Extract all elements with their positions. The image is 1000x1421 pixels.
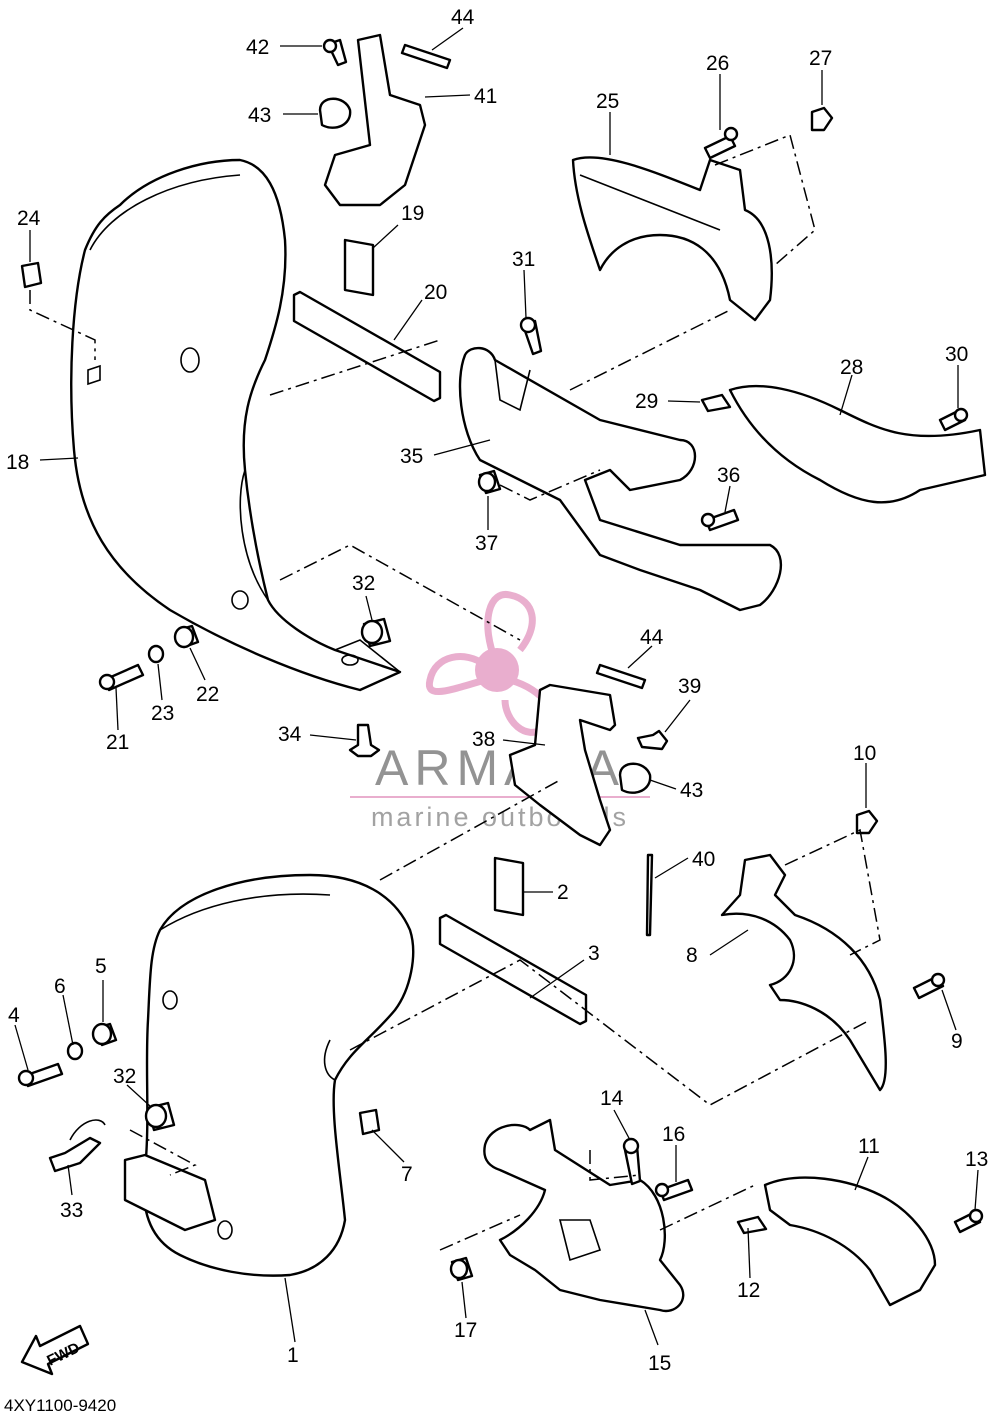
part-8-cover [720,853,887,1092]
callout-3: 3 [588,942,600,965]
callout-23: 23 [151,702,174,725]
callout-29: 29 [635,390,658,413]
callout-21: 21 [106,731,129,754]
callout-27: 27 [809,47,832,70]
callout-16: 16 [662,1123,685,1146]
propeller-logo-icon [425,591,555,736]
part-39-bolt [636,729,669,751]
callout-38: 38 [472,728,495,751]
part-34-push-rivet [348,723,381,758]
callout-8: 8 [686,944,698,967]
part-10-rivet [855,809,879,835]
callout-37: 37 [475,532,498,555]
callout-31: 31 [512,248,535,271]
part-6-collar [66,1041,84,1061]
callout-25: 25 [596,90,619,113]
callout-43-lower: 43 [680,779,703,802]
part-18-upper-shield [70,158,402,692]
part-29-clip [700,393,732,413]
part-38-bracket [508,683,617,847]
callout-42: 42 [246,36,269,59]
callout-39: 39 [678,675,701,698]
callout-12: 12 [737,1279,760,1302]
callout-5: 5 [95,955,107,978]
part-19-pad [343,238,375,297]
part-1-lower-shield [142,873,415,1277]
callout-15: 15 [648,1352,671,1375]
part-33-wire-clip [48,1136,102,1173]
callout-14: 14 [600,1087,624,1110]
diagram-code: 4XY1100-9420 [4,1396,116,1415]
part-41-bracket [323,33,427,207]
callout-6: 6 [54,975,66,998]
callout-labels: 1 2 3 4 5 6 7 8 9 10 11 12 13 14 15 16 1… [6,6,988,1375]
callout-13: 13 [965,1148,988,1171]
callout-22: 22 [196,683,219,706]
callout-2: 2 [557,881,569,904]
callout-44-upper: 44 [451,6,475,29]
part-23-collar [147,644,165,664]
callout-7: 7 [401,1163,413,1186]
part-40-tie [645,853,654,937]
callout-4: 4 [8,1004,20,1027]
part-12-clip [736,1215,768,1235]
callout-1: 1 [287,1344,299,1367]
callout-40: 40 [692,848,715,871]
callout-24: 24 [17,207,41,230]
callout-10: 10 [853,742,876,765]
part-11-cover [763,1176,937,1307]
callout-35: 35 [400,445,423,468]
callout-30: 30 [945,343,968,366]
callout-41: 41 [474,85,497,108]
part-27-rivet [810,106,834,132]
part-44-pad-upper [400,43,452,70]
callout-32-lower: 32 [113,1065,136,1088]
callout-9: 9 [951,1030,963,1053]
part-43-clamp-upper [318,97,352,129]
callout-19: 19 [401,202,424,225]
part-2-pad [493,856,525,917]
callout-18: 18 [6,451,29,474]
callout-11: 11 [858,1135,880,1158]
callout-44-lower: 44 [640,626,664,649]
part-25-cover [571,156,773,322]
callout-34: 34 [278,723,302,746]
callout-26: 26 [706,52,729,75]
callout-20: 20 [424,281,447,304]
part-3-strip [438,913,588,1026]
part-7-clip [358,1108,381,1136]
part-44-pad-lower [595,663,647,690]
callout-28: 28 [840,356,863,379]
callout-36: 36 [717,464,740,487]
part-15-frame [483,1118,685,1313]
part-43-clamp-lower [618,762,652,794]
part-24-clip [20,261,43,289]
callout-17: 17 [454,1319,477,1342]
fwd-arrow-icon: FWD [20,1324,90,1376]
part-lower-foot [123,1153,217,1232]
callout-43-upper: 43 [248,104,271,127]
callout-33: 33 [60,1199,83,1222]
part-26-screw [703,134,737,160]
part-20-strip [292,290,442,403]
callout-32-upper: 32 [352,572,375,595]
part-28-cover [728,384,987,504]
